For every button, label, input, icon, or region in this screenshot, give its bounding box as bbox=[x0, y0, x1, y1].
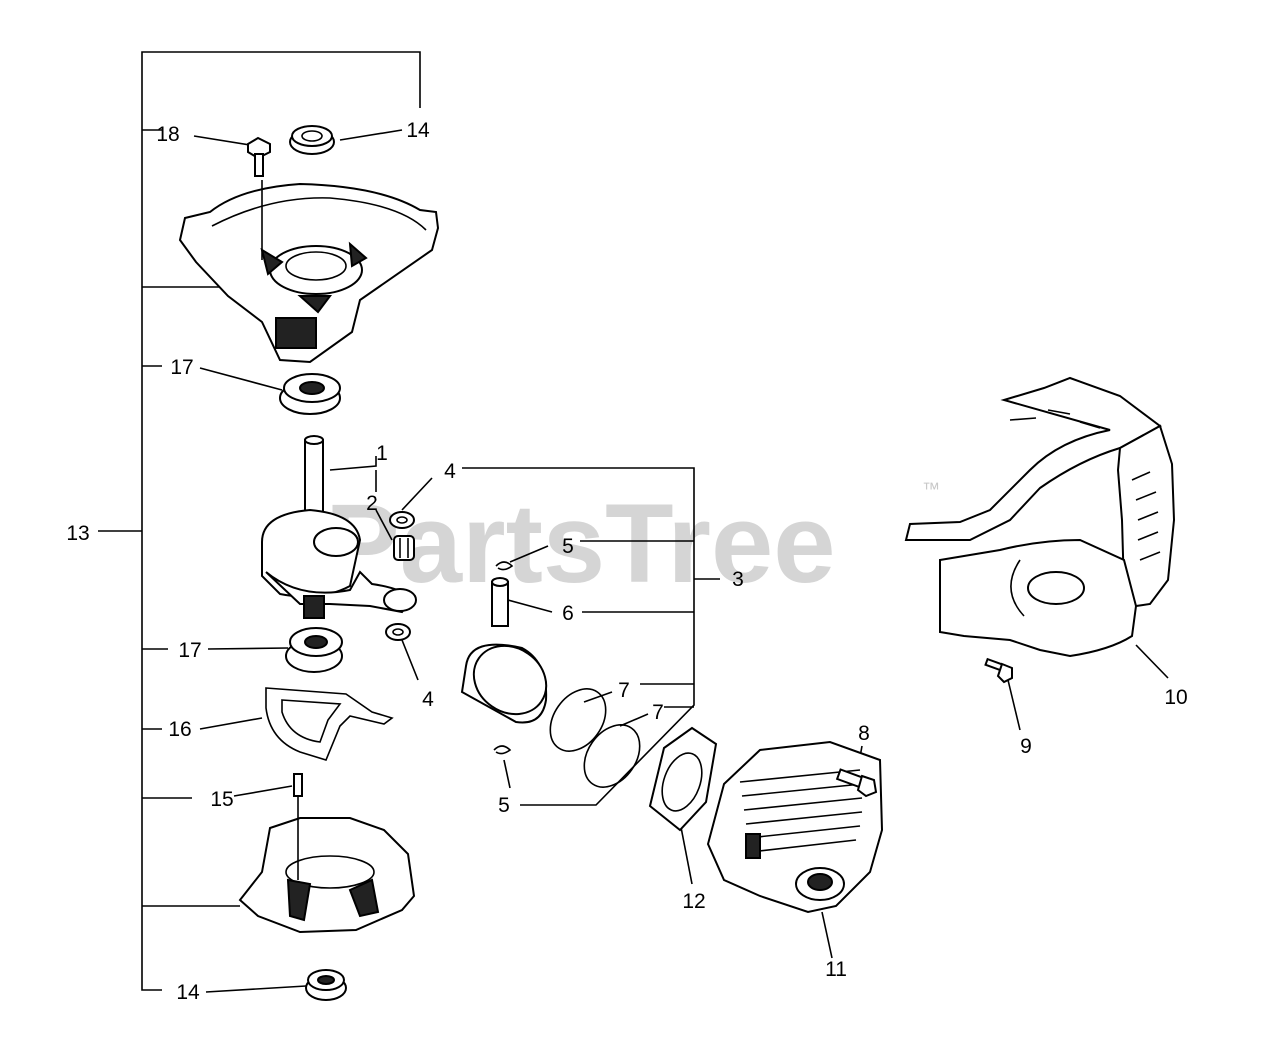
part-8-spark-plug bbox=[835, 768, 878, 798]
callout-4-lower: 4 bbox=[422, 688, 434, 711]
callout-7-upper: 7 bbox=[618, 679, 630, 702]
part-18-bolt bbox=[247, 136, 271, 177]
part-2-needle-bearing bbox=[393, 535, 415, 561]
part-4-washer-upper bbox=[389, 511, 415, 529]
callout-10: 10 bbox=[1164, 686, 1187, 709]
callout-7-lower: 7 bbox=[652, 701, 664, 724]
part-14-oil-seal-bottom bbox=[305, 969, 347, 1001]
callout-18: 18 bbox=[156, 123, 179, 146]
crankcase-lower bbox=[238, 796, 416, 934]
callout-3: 3 bbox=[732, 568, 744, 591]
bracket-3 bbox=[462, 467, 720, 806]
part-17-bearing-lower bbox=[285, 627, 343, 673]
part-4-washer-lower bbox=[385, 623, 411, 641]
part-1-crankshaft bbox=[261, 435, 417, 619]
callout-labels: 18 14 17 1 2 4 5 3 6 13 17 4 7 7 16 15 5… bbox=[66, 119, 1187, 1004]
part-7-piston-ring-lower bbox=[583, 724, 641, 788]
callout-14-top: 14 bbox=[406, 119, 430, 142]
leader-lines bbox=[193, 129, 1169, 993]
callout-2: 2 bbox=[366, 492, 378, 515]
callout-13: 13 bbox=[66, 522, 89, 545]
callout-9: 9 bbox=[1020, 735, 1032, 758]
callout-17-lower: 17 bbox=[178, 639, 201, 662]
callout-8: 8 bbox=[858, 722, 870, 745]
callout-15: 15 bbox=[210, 788, 233, 811]
part-7-piston-ring-upper bbox=[549, 688, 607, 752]
part-16-gasket bbox=[265, 687, 394, 761]
callout-17-upper: 17 bbox=[170, 356, 193, 379]
part-15-dowel-pin bbox=[293, 773, 303, 797]
part-12-cylinder-gasket bbox=[648, 726, 718, 832]
part-5-circlip-upper bbox=[495, 561, 514, 571]
piston bbox=[460, 643, 548, 724]
callout-12: 12 bbox=[682, 890, 705, 913]
callout-6: 6 bbox=[562, 602, 574, 625]
callout-5-upper: 5 bbox=[562, 535, 574, 558]
callout-4-upper: 4 bbox=[444, 460, 456, 483]
part-17-bearing-upper bbox=[279, 373, 341, 415]
part-14-oil-seal-top bbox=[289, 125, 335, 155]
crankcase-upper bbox=[178, 180, 440, 364]
part-9-screw bbox=[984, 657, 1013, 684]
bracket-13 bbox=[98, 51, 421, 991]
callout-1: 1 bbox=[376, 442, 388, 465]
callout-14-bottom: 14 bbox=[176, 981, 200, 1004]
part-11-cylinder bbox=[706, 740, 884, 914]
part-10-engine-cover bbox=[904, 376, 1176, 658]
callout-11: 11 bbox=[825, 958, 847, 981]
part-5-circlip-lower bbox=[493, 745, 512, 755]
callout-5-lower: 5 bbox=[498, 794, 510, 817]
callout-16: 16 bbox=[168, 718, 191, 741]
part-6-piston-pin bbox=[491, 577, 509, 627]
watermark-trademark: ™ bbox=[922, 479, 940, 499]
